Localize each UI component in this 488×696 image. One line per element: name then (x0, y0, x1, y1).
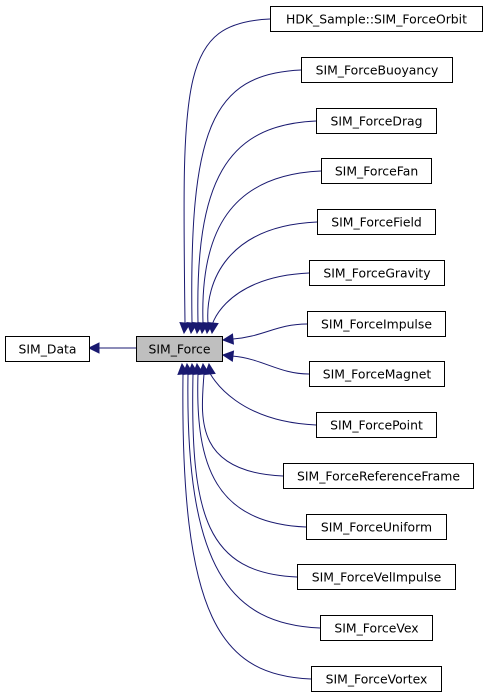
node-forcebuoyancy-label: SIM_ForceBuoyancy (316, 63, 439, 78)
edge-forcereferenceframe-to-force (201, 373, 284, 477)
edges-layer (87, 18, 322, 680)
node-forcevex[interactable]: SIM_ForceVex (320, 615, 433, 641)
edge-forcevelimpulse-to-force (192, 373, 298, 578)
node-sim-force-box (136, 336, 223, 362)
edge-forcefield-to-force (207, 221, 318, 324)
node-forcepoint[interactable]: SIM_ForcePoint (316, 412, 437, 438)
node-forcegravity[interactable]: SIM_ForceGravity (309, 260, 445, 286)
node-forcegravity-label: SIM_ForceGravity (323, 266, 430, 281)
node-forcevelimpulse[interactable]: SIM_ForceVelImpulse (297, 564, 456, 590)
edge-forcedrag-to-force (197, 120, 317, 324)
node-forcegravity-box (309, 260, 445, 286)
node-sim-force: SIM_Force (136, 336, 223, 362)
node-forcebuoyancy-box (301, 57, 453, 83)
node-forcefield-box (317, 209, 436, 235)
node-forcefield[interactable]: SIM_ForceField (317, 209, 436, 235)
node-forceuniform-label: SIM_ForceUniform (321, 520, 432, 535)
node-forcevelimpulse-label: SIM_ForceVelImpulse (312, 570, 441, 585)
node-forcedrag-label: SIM_ForceDrag (330, 114, 422, 129)
edge-hdk_forceorbit-to-force (183, 18, 271, 324)
node-forcemagnet-box (309, 361, 445, 387)
node-forceuniform-box (306, 514, 447, 540)
node-sim-data[interactable]: SIM_Data (5, 336, 90, 362)
edge-forcepoint-to-force (209, 372, 317, 426)
node-forcevortex-label: SIM_ForceVortex (326, 672, 428, 687)
node-forcefan-label: SIM_ForceFan (335, 164, 418, 179)
edge-forcevortex-to-force (182, 373, 312, 680)
node-forcemagnet[interactable]: SIM_ForceMagnet (309, 361, 445, 387)
edge-force-to-data-arrowhead (87, 342, 100, 354)
node-forceimpulse-box (307, 311, 446, 337)
node-sim-data-label: SIM_Data (19, 342, 77, 357)
node-forcefield-label: SIM_ForceField (331, 215, 422, 230)
node-forcedrag-box (316, 108, 437, 134)
node-forcevex-box (320, 615, 433, 641)
node-forceimpulse[interactable]: SIM_ForceImpulse (307, 311, 446, 337)
node-forcefan-box (321, 158, 432, 184)
node-forcepoint-box (316, 412, 437, 438)
node-forcevortex[interactable]: SIM_ForceVortex (311, 666, 442, 692)
node-forcevortex-box (311, 666, 442, 692)
edge-forcefan-to-force (202, 170, 322, 324)
node-forcemagnet-label: SIM_ForceMagnet (323, 367, 432, 382)
edge-forcebuoyancy-to-force (191, 69, 302, 324)
edge-forcemagnet-to-force (232, 355, 310, 375)
node-forcefan[interactable]: SIM_ForceFan (321, 158, 432, 184)
node-forceuniform[interactable]: SIM_ForceUniform (306, 514, 447, 540)
edge-forcevex-to-force (187, 373, 321, 629)
node-hdk_forceorbit[interactable]: HDK_Sample::SIM_ForceOrbit (270, 6, 483, 32)
node-forcedrag[interactable]: SIM_ForceDrag (316, 108, 437, 134)
edge-forceimpulse-to-force (232, 323, 308, 340)
node-forcereferenceframe[interactable]: SIM_ForceReferenceFrame (283, 463, 474, 489)
node-forcereferenceframe-label: SIM_ForceReferenceFrame (297, 469, 460, 484)
edge-forcegravity-to-force (212, 272, 310, 325)
node-forcevex-label: SIM_ForceVex (334, 621, 418, 636)
node-sim-force-label: SIM_Force (149, 342, 211, 357)
edge-forceimpulse-arrowhead (221, 333, 235, 345)
node-hdk_forceorbit-box (270, 6, 483, 32)
node-forcebuoyancy[interactable]: SIM_ForceBuoyancy (301, 57, 453, 83)
node-forceimpulse-label: SIM_ForceImpulse (321, 317, 432, 332)
node-forcevelimpulse-box (297, 564, 456, 590)
nodes-layer: SIM_Data SIM_Force HDK_Sample::SIM_ForceOr… (5, 6, 483, 692)
node-hdk_forceorbit-label: HDK_Sample::SIM_ForceOrbit (286, 12, 467, 27)
node-forcereferenceframe-box (283, 463, 474, 489)
edge-forcevortex-arrowhead (177, 362, 189, 376)
edge-forcegravity-arrowhead (207, 321, 219, 335)
node-sim-data-box (5, 336, 90, 362)
edge-forceuniform-to-force (197, 373, 307, 528)
node-forcepoint-label: SIM_ForcePoint (330, 418, 423, 433)
edge-forcemagnet-arrowhead (221, 350, 235, 362)
